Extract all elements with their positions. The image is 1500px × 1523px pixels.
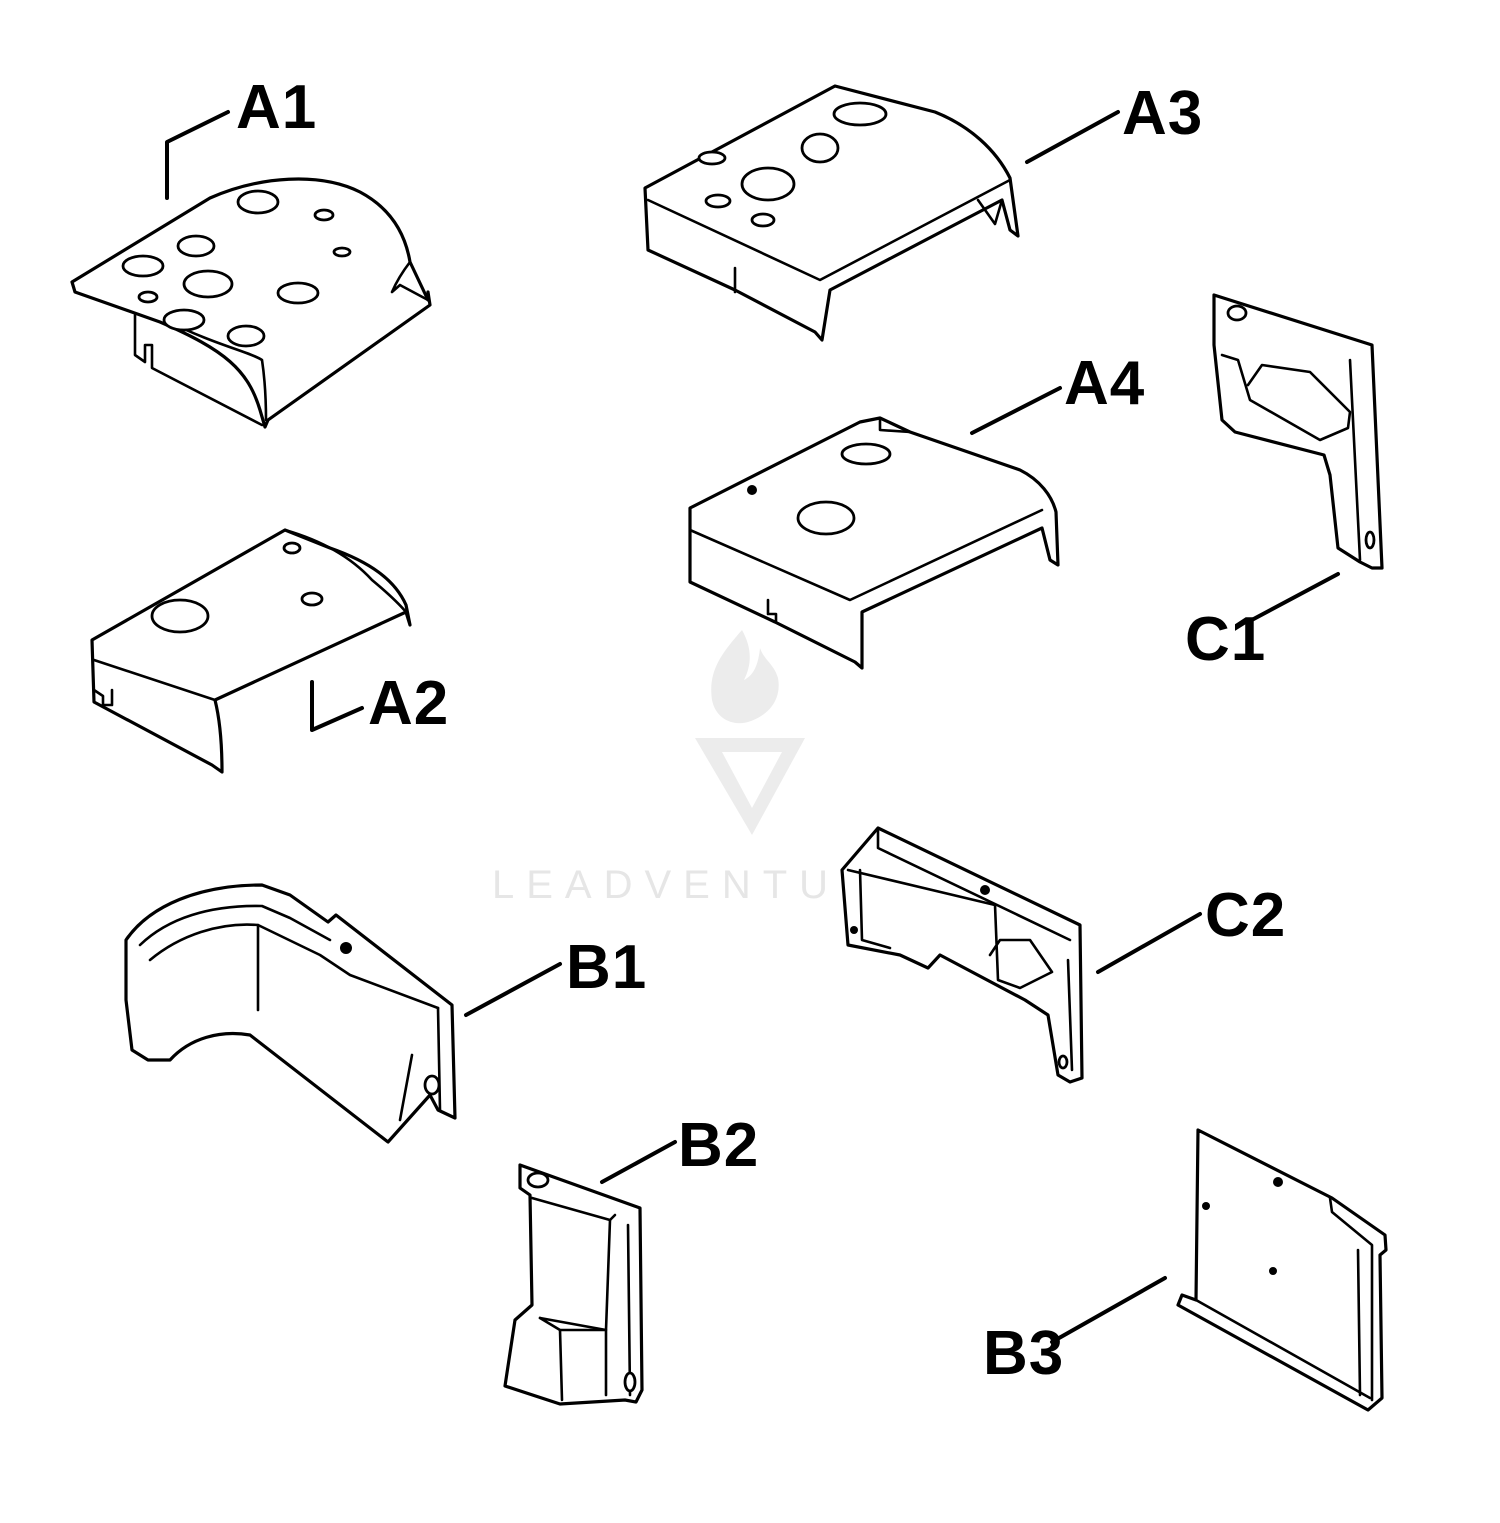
callout-labels: A1 A2 A3 A4 C1 B1 B2 C2 B3: [236, 73, 1286, 1388]
leader-a2: [310, 680, 364, 732]
label-b2: B2: [678, 1111, 759, 1180]
part-c1: [1212, 293, 1384, 570]
leader-a4: [970, 386, 1062, 435]
part-b1: [124, 883, 457, 1144]
label-a1: A1: [236, 73, 317, 142]
leader-b3: [1050, 1276, 1167, 1344]
part-a3: [643, 84, 1020, 342]
part-b2: [503, 1163, 644, 1406]
label-b3: B3: [983, 1319, 1064, 1388]
leader-a1: [165, 110, 230, 200]
watermark-v-icon: [695, 738, 805, 835]
watermark-text: LEADVENTURE: [492, 863, 920, 907]
label-c2: C2: [1205, 881, 1286, 950]
leader-c2: [1096, 912, 1202, 974]
part-a1: [70, 177, 432, 429]
part-c2: [840, 826, 1084, 1084]
part-a4: [688, 416, 1060, 670]
label-b1: B1: [566, 933, 647, 1002]
part-b3: [1176, 1128, 1388, 1412]
watermark-flame-icon: [711, 630, 779, 724]
leader-c1: [1246, 572, 1340, 624]
label-a3: A3: [1122, 79, 1203, 148]
label-c1: C1: [1185, 605, 1266, 674]
leader-a3: [1025, 110, 1120, 164]
watermark: LEADVENTURE: [492, 630, 920, 907]
part-a2: [90, 528, 412, 774]
label-a4: A4: [1064, 349, 1145, 418]
leader-b1: [464, 962, 562, 1017]
label-a2: A2: [368, 669, 449, 738]
leader-b2: [600, 1140, 677, 1184]
leader-lines: [165, 110, 1340, 1344]
